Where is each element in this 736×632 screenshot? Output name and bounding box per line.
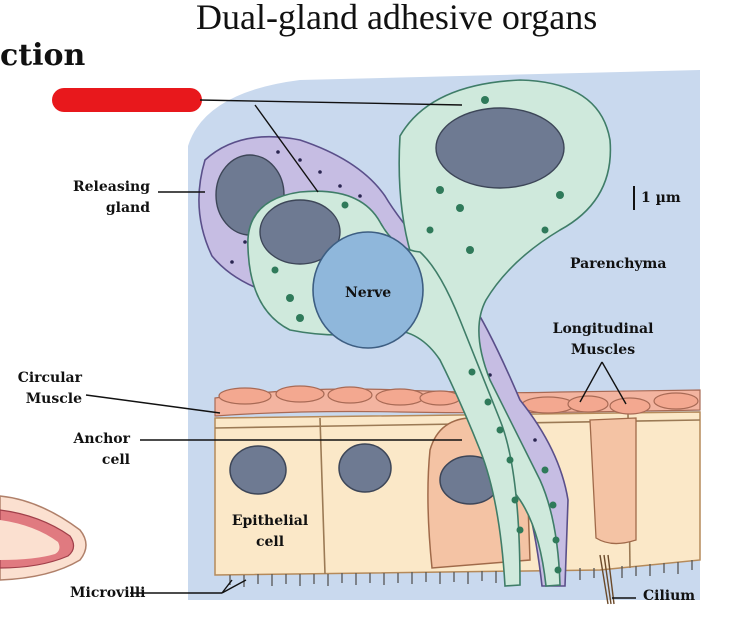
cilium	[599, 554, 615, 605]
epithelial-nucleus	[229, 445, 287, 495]
anchor-cell	[589, 417, 637, 545]
redacted-label	[52, 88, 202, 112]
leader-lines	[85, 99, 636, 599]
nerve-label: Nerve	[345, 285, 392, 301]
adhesive-gland-nucleus	[435, 107, 565, 189]
nerve	[312, 231, 424, 349]
epithelial-cell-label: Epithelial cell	[231, 513, 309, 550]
microvilli	[229, 560, 693, 587]
releasing-gland-label: Releasing gland	[72, 179, 150, 216]
longitudinal-muscles	[218, 385, 699, 415]
scale-bar-label: 1 µm	[641, 190, 681, 206]
adhesive-granules	[271, 96, 564, 574]
longitudinal-muscles-label: Longitudinal Muscles	[552, 321, 654, 358]
cilium-label: Cilium	[643, 588, 696, 604]
circular-muscle-label: Circular Muscle	[17, 370, 82, 407]
inset-tissue-sketch	[0, 495, 87, 581]
section-heading-fragment: ction	[0, 38, 86, 73]
epithelial-nucleus	[338, 443, 392, 493]
parenchyma-label: Parenchyma	[570, 256, 667, 272]
adhesive-gland-nucleus	[259, 199, 341, 265]
anchor-cell-label: Anchor cell	[73, 431, 130, 468]
diagram-title: Dual-gland adhesive organs	[196, 0, 598, 37]
microvilli-label: Microvilli	[70, 585, 146, 601]
